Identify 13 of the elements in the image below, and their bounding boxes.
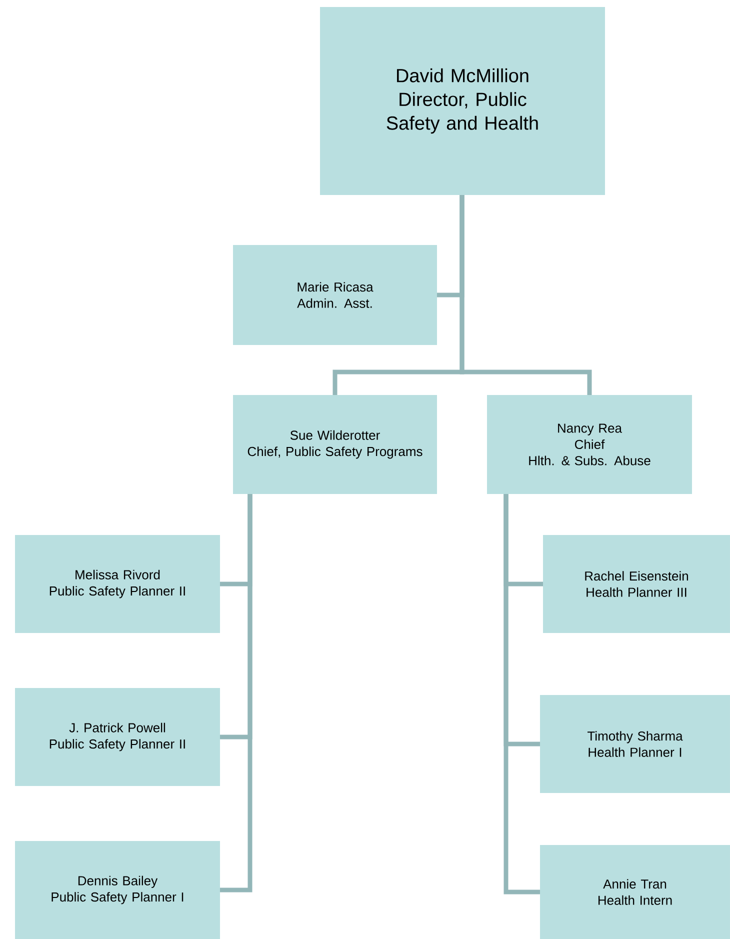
connector-line [220, 494, 252, 892]
org-box: Timothy Sharma Health Planner I [540, 695, 730, 793]
connector-line [504, 494, 540, 894]
connector-line [460, 195, 592, 395]
org-box: Dennis Bailey Public Safety Planner I [15, 841, 220, 939]
org-box: David McMillion Director, Public Safety and Health [320, 7, 605, 195]
org-box: Annie Tran Health Intern [540, 845, 730, 939]
org-box: Melissa Rivord Public Safety Planner II [15, 535, 220, 633]
org-box: J. Patrick Powell Public Safety Planner II [15, 688, 220, 786]
org-box: Marie Ricasa Admin. Asst. [233, 245, 437, 345]
org-box: Nancy Rea Chief Hlth. & Subs. Abuse [487, 395, 692, 494]
org-box: Sue Wilderotter Chief, Public Safety Programs [233, 395, 437, 494]
org-box: Rachel Eisenstein Health Planner III [543, 535, 730, 633]
